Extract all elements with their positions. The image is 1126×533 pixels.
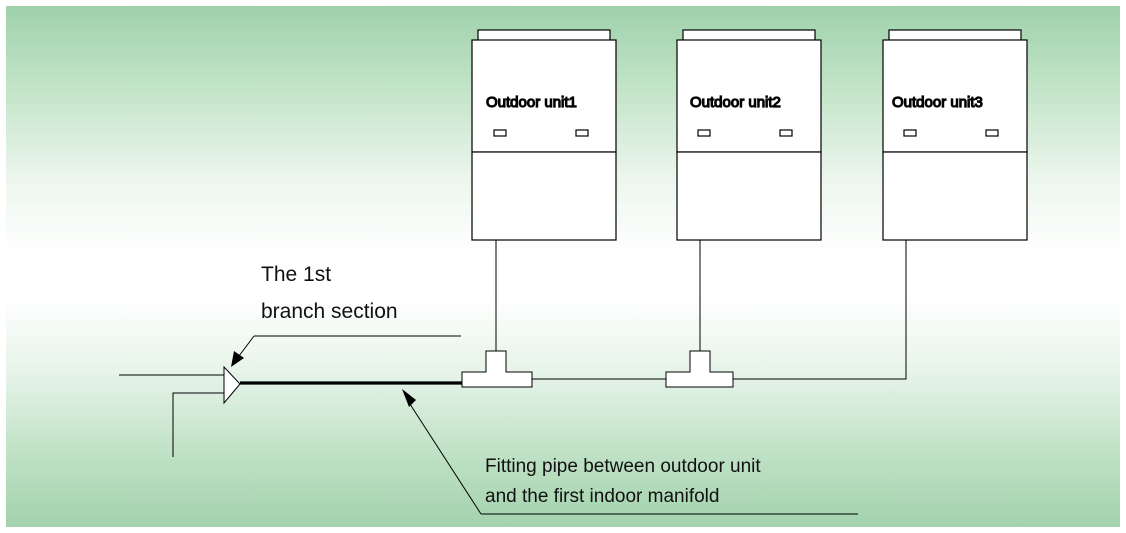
indicator-light xyxy=(493,129,507,137)
unit-lower-body xyxy=(882,151,1028,241)
t-joint-1 xyxy=(461,350,533,388)
piping-diagram: Outdoor unit1 Outdoor unit2 Outdoor unit… xyxy=(119,29,1028,515)
indicator-light xyxy=(575,129,589,137)
unit-label: Outdoor unit2 xyxy=(690,94,781,111)
unit3-drop-pipe xyxy=(733,240,907,380)
branch-label-line2: branch section xyxy=(261,300,398,323)
pipe-label-line1: Fitting pipe between outdoor unit xyxy=(485,456,761,477)
unit-lower-body xyxy=(676,151,822,241)
branch-arrowhead xyxy=(231,351,244,367)
t-joint-2 xyxy=(665,350,734,388)
outdoor-unit-2: Outdoor unit2 xyxy=(676,29,822,241)
unit-label: Outdoor unit3 xyxy=(892,94,983,111)
branch-outlet-pipe xyxy=(172,392,224,457)
pipe-arrowhead xyxy=(402,389,416,407)
outdoor-unit-3: Outdoor unit3 xyxy=(882,29,1028,241)
indicator-light xyxy=(697,129,711,137)
branch-leader-line xyxy=(238,335,255,357)
branch-label-line1: The 1st xyxy=(261,263,331,286)
outdoor-unit-1: Outdoor unit1 xyxy=(471,29,617,241)
indicator-light xyxy=(903,129,917,137)
indicator-light xyxy=(985,129,999,137)
unit-label: Outdoor unit1 xyxy=(486,94,577,111)
unit-lower-body xyxy=(471,151,617,241)
pipe-label-line2: and the first indoor manifold xyxy=(485,486,719,507)
first-branch-joint xyxy=(223,365,241,405)
diagram-background: Outdoor unit1 Outdoor unit2 Outdoor unit… xyxy=(6,6,1120,527)
pipe-leader-line xyxy=(407,400,482,515)
indicator-light xyxy=(779,129,793,137)
